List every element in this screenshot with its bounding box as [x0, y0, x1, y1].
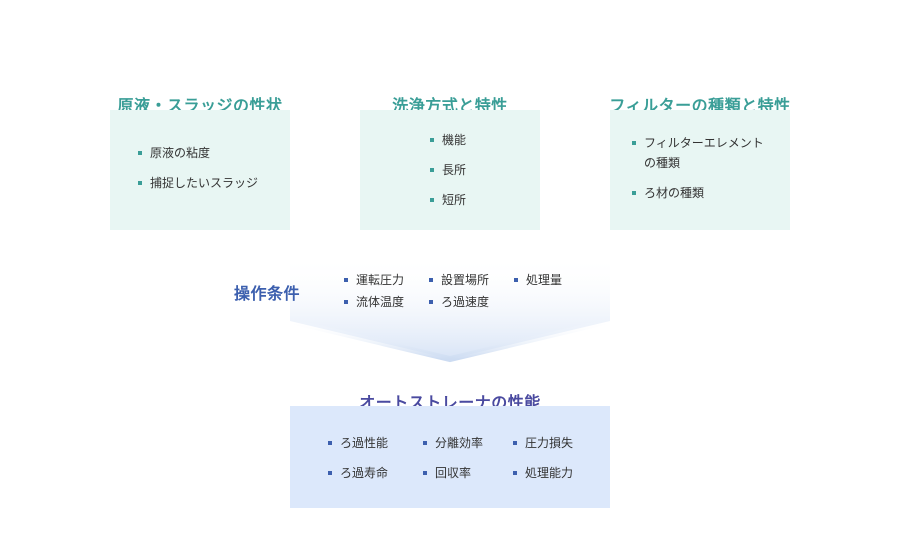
funnel-arrow: [289, 255, 611, 363]
list-item: 運転圧力: [344, 270, 404, 290]
box-filter: フィルターエレメントの種類 ろ材の種類: [610, 110, 790, 230]
list-item: 分離効率: [423, 433, 483, 453]
list-item: 短所: [430, 190, 466, 210]
list-item: ろ過速度: [429, 292, 489, 312]
list-item: 原液の粘度: [138, 143, 258, 163]
performance-list: ろ過性能 分離効率 圧力損失 ろ過寿命 回収率 処理能力: [290, 406, 610, 508]
list-item: ろ過性能: [328, 433, 388, 453]
list-item: 処理能力: [513, 463, 573, 483]
list-item: 長所: [430, 160, 466, 180]
list-item: 機能: [430, 130, 466, 150]
list-item: ろ材の種類: [632, 183, 772, 203]
operating-conditions-title: 操作条件: [234, 284, 301, 303]
list-item: 処理量: [514, 270, 562, 290]
list-item: 流体温度: [344, 292, 404, 312]
list-item: フィルターエレメントの種類: [632, 133, 772, 173]
list-item: 設置場所: [429, 270, 489, 290]
list-item: ろ過寿命: [328, 463, 388, 483]
box-sludge: 原液の粘度 捕捉したいスラッジ: [110, 110, 290, 230]
performance-box: ろ過性能 分離効率 圧力損失 ろ過寿命 回収率 処理能力: [290, 406, 610, 508]
list-item: 圧力損失: [513, 433, 573, 453]
list-item: 回収率: [423, 463, 471, 483]
list-item: 捕捉したいスラッジ: [138, 173, 258, 193]
box-cleaning: 機能 長所 短所: [360, 110, 540, 230]
